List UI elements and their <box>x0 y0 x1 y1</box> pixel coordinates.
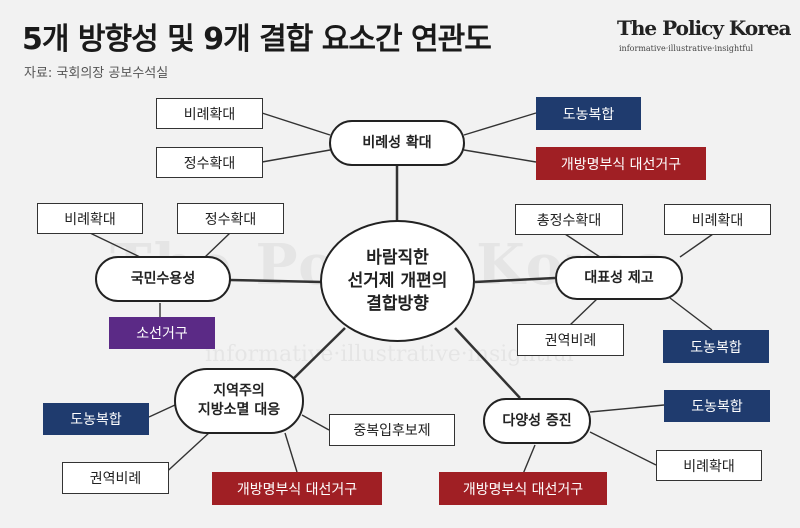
page-title: 5개 방향성 및 9개 결합 요소간 연관도 <box>22 22 492 57</box>
leaf-reg-dual-candidacy: 중복입후보제 <box>329 414 455 446</box>
leaf-reg-regional-proportional: 권역비례 <box>62 462 169 494</box>
center-node: 바람직한 선거제 개편의 결합방향 <box>320 220 475 342</box>
leaf-div-open-list: 개방명부식 대선거구 <box>439 472 607 505</box>
leaf-reg-urban-rural: 도농복합 <box>43 403 149 435</box>
leaf-prop-proportional-expand: 비례확대 <box>156 98 263 129</box>
leaf-acc-single-member: 소선거구 <box>109 317 215 349</box>
leaf-div-urban-rural: 도농복합 <box>664 390 770 422</box>
source-note: 자료: 국회의장 공보수석실 <box>24 66 169 81</box>
leaf-reg-open-list: 개방명부식 대선거구 <box>212 472 382 505</box>
leaf-rep-proportional-expand: 비례확대 <box>664 204 771 235</box>
leaf-prop-seat-expand: 정수확대 <box>156 147 263 178</box>
leaf-acc-seat-expand: 정수확대 <box>177 203 284 234</box>
leaf-prop-open-list: 개방명부식 대선거구 <box>536 147 706 180</box>
brand-logo: The Policy Korea <box>617 16 791 40</box>
watermark-tagline: informative·illustrative·insightful <box>205 342 574 367</box>
leaf-div-proportional-expand: 비례확대 <box>656 450 762 481</box>
hub-acceptance: 국민수용성 <box>95 256 231 302</box>
hub-representativeness: 대표성 제고 <box>555 256 683 300</box>
brand-tagline: informative·illustrative·insightful <box>619 44 754 53</box>
leaf-prop-urban-rural: 도농복합 <box>536 97 641 130</box>
leaf-rep-regional-proportional: 권역비례 <box>517 324 624 356</box>
leaf-rep-urban-rural: 도농복합 <box>663 330 769 363</box>
hub-diversity: 다양성 증진 <box>483 398 591 444</box>
leaf-rep-total-seat-expand: 총정수확대 <box>515 204 623 235</box>
hub-proportionality: 비례성 확대 <box>329 120 465 166</box>
hub-regionalism: 지역주의 지방소멸 대응 <box>174 368 304 434</box>
leaf-acc-proportional-expand: 비례확대 <box>37 203 143 234</box>
